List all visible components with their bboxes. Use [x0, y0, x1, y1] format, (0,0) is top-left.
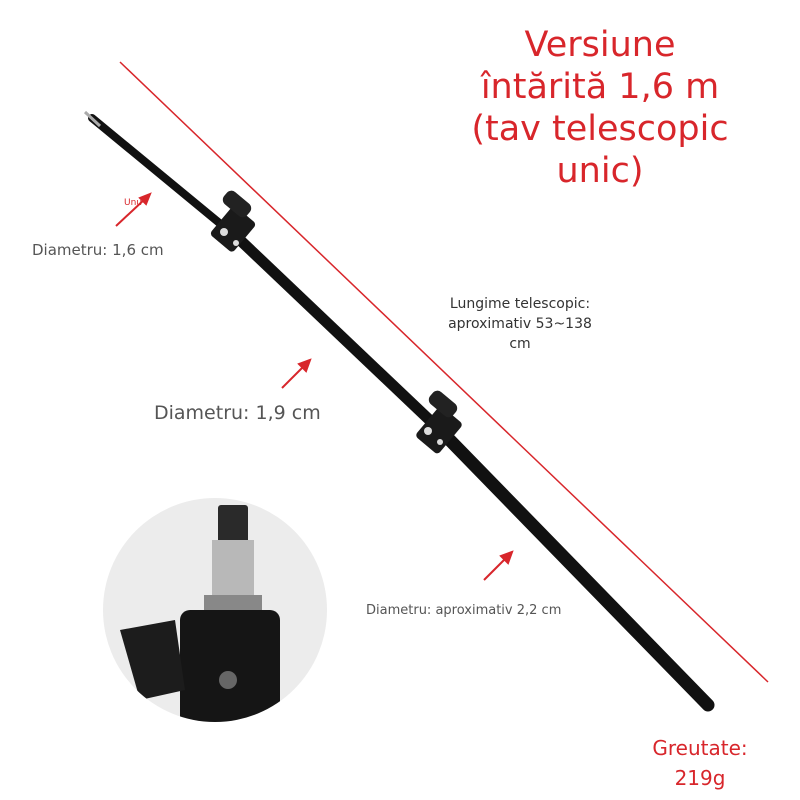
- arrows: [115, 192, 514, 581]
- telescopic-pole: [83, 110, 715, 712]
- clamp-lower: [416, 390, 462, 454]
- label-length: Lungime telescopic: aproximativ 53~138 c…: [448, 296, 592, 352]
- label-unu: Unu: [124, 198, 142, 208]
- label-diameter-top: Diametru: 1,6 cm: [32, 241, 164, 259]
- label-diameter-middle: Diametru: 1,9 cm: [154, 402, 321, 424]
- detail-inset: [103, 498, 327, 722]
- label-diameter-bottom: Diametru: aproximativ 2,2 cm: [366, 603, 562, 618]
- label-weight: Greutate: 219g: [652, 736, 748, 790]
- clamp-upper: [210, 190, 256, 252]
- length-guide-line: [119, 61, 769, 683]
- product-title: Versiune întărită 1,6 m (tav telescopic …: [471, 25, 729, 191]
